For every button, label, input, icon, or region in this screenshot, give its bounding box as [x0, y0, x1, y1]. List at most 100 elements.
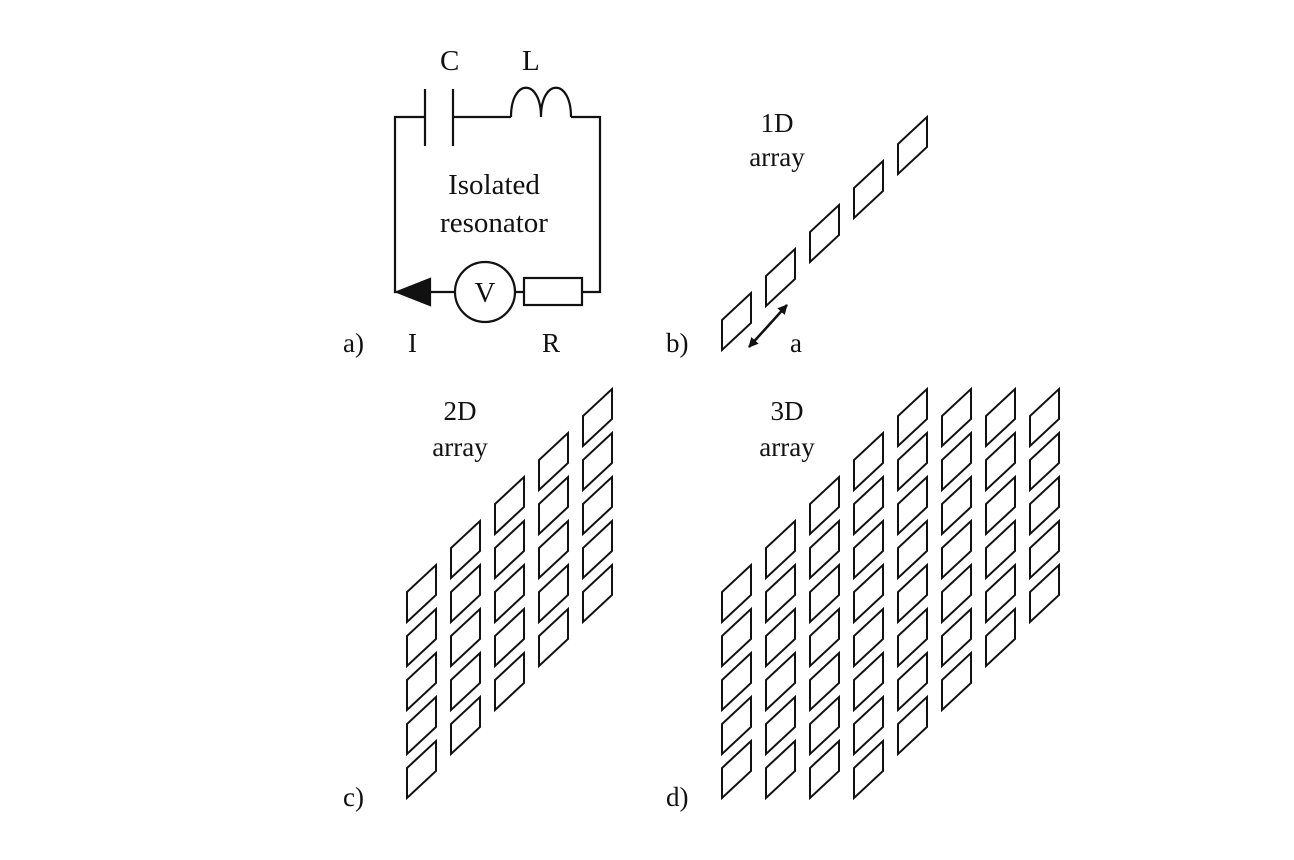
resonator-element	[897, 518, 928, 581]
circuit-panel-a	[393, 86, 602, 324]
current-arrow-icon	[393, 277, 432, 307]
resonator-element	[897, 474, 928, 537]
resonator-element	[721, 606, 752, 669]
resonator-element	[765, 650, 796, 713]
resonator-element	[765, 518, 796, 581]
resonator-element	[1029, 386, 1060, 449]
resonator-element	[450, 606, 481, 669]
resonator-element	[494, 518, 525, 581]
resonator-element	[809, 738, 840, 801]
resonator-element	[1029, 562, 1060, 625]
resonator-element	[985, 430, 1016, 493]
resonator-element	[985, 386, 1016, 449]
resonator-element	[494, 562, 525, 625]
resistor-label: R	[542, 328, 560, 358]
resonator-element	[494, 606, 525, 669]
resonator-element	[765, 246, 796, 309]
resonator-element	[985, 606, 1016, 669]
current-label: I	[408, 328, 417, 358]
resonator-element	[853, 650, 884, 713]
resonator-element	[809, 202, 840, 265]
resonator-element	[538, 474, 569, 537]
resonator-element	[721, 738, 752, 801]
resonator-element	[765, 562, 796, 625]
resonator-element	[1029, 518, 1060, 581]
resonator-element	[765, 738, 796, 801]
resonator-element	[538, 430, 569, 493]
panel-d-label: d)	[666, 782, 689, 812]
spacing-label: a	[790, 328, 802, 358]
resonator-element	[582, 518, 613, 581]
resonator-element	[582, 430, 613, 493]
resonator-element	[853, 562, 884, 625]
resonator-element	[1029, 430, 1060, 493]
resonator-element	[985, 474, 1016, 537]
resonator-element	[809, 474, 840, 537]
resonator-element	[897, 430, 928, 493]
resonator-element	[450, 518, 481, 581]
resonator-element	[853, 430, 884, 493]
panel-b-label: b)	[666, 328, 689, 358]
resonator-element	[582, 562, 613, 625]
resonator-element	[853, 518, 884, 581]
resonator-element	[765, 694, 796, 757]
title-line1: 2D	[444, 396, 477, 426]
resonator-element	[853, 474, 884, 537]
array-1d	[721, 114, 928, 353]
resonator-element	[538, 606, 569, 669]
resonator-element	[809, 650, 840, 713]
spacing-double-arrow-icon	[748, 304, 788, 348]
source-label: V	[475, 277, 496, 309]
resonator-element	[985, 562, 1016, 625]
resonator-element	[538, 518, 569, 581]
resonator-element	[406, 694, 437, 757]
resistor	[522, 276, 584, 307]
resonator-element	[721, 562, 752, 625]
resonator-element	[941, 386, 972, 449]
inductor-label: L	[522, 45, 540, 77]
resonator-element	[809, 606, 840, 669]
resonator-element	[897, 694, 928, 757]
panel-a-label: a)	[343, 328, 364, 358]
resonator-element	[985, 518, 1016, 581]
resonator-element	[721, 290, 752, 353]
resonator-element	[494, 650, 525, 713]
title-line1: 1D	[761, 108, 794, 138]
resonator-element	[897, 650, 928, 713]
title-line1: 3D	[771, 396, 804, 426]
resonator-element	[809, 694, 840, 757]
title-line2: array	[432, 432, 488, 462]
resonator-element	[897, 386, 928, 449]
array-3d	[721, 386, 1060, 801]
circuit-wire	[393, 115, 602, 294]
resonator-element	[853, 158, 884, 221]
resonator-element	[582, 386, 613, 449]
resonator-element	[582, 474, 613, 537]
resonator-element	[897, 562, 928, 625]
voltage-source-circle	[453, 260, 517, 324]
capacitor-label: C	[440, 45, 459, 77]
resonator-element	[853, 694, 884, 757]
resonator-element	[941, 518, 972, 581]
title-line2: array	[749, 142, 805, 172]
title-line2: array	[759, 432, 815, 462]
resonator-element	[765, 606, 796, 669]
resonator-element	[941, 606, 972, 669]
resonator-element	[406, 606, 437, 669]
title-line1: Isolated	[448, 169, 540, 201]
resonator-element	[494, 474, 525, 537]
resonator-element	[406, 562, 437, 625]
resonator-element	[853, 738, 884, 801]
resonator-element	[450, 650, 481, 713]
array-2d	[406, 386, 613, 801]
resonator-element	[809, 562, 840, 625]
resonator-element	[450, 562, 481, 625]
inductor-coil	[509, 86, 573, 118]
resonator-element	[406, 650, 437, 713]
resonator-element	[450, 694, 481, 757]
resonator-element	[721, 694, 752, 757]
panel-c-label: c)	[343, 782, 364, 812]
resonator-element	[809, 518, 840, 581]
resonator-element	[721, 650, 752, 713]
